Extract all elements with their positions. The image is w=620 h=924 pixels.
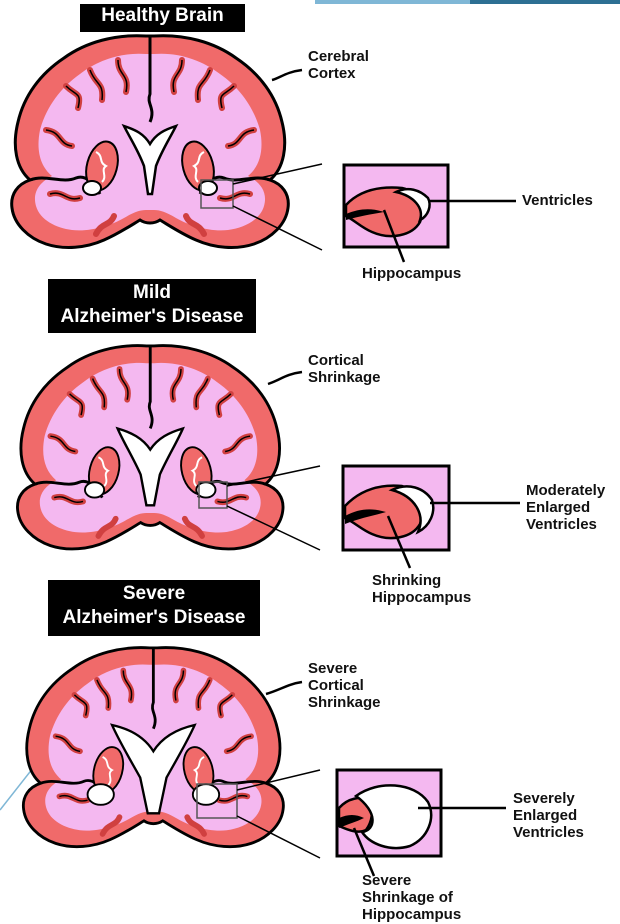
inset-severe bbox=[337, 770, 441, 856]
cortex-pointer-mild bbox=[268, 372, 302, 384]
cortex-pointer-severe bbox=[266, 682, 302, 694]
brain-healthy bbox=[12, 36, 289, 248]
brain-mild bbox=[17, 346, 283, 549]
inset-healthy bbox=[344, 165, 448, 247]
brain-severe bbox=[23, 648, 283, 847]
cortex-pointer-healthy bbox=[272, 70, 302, 80]
